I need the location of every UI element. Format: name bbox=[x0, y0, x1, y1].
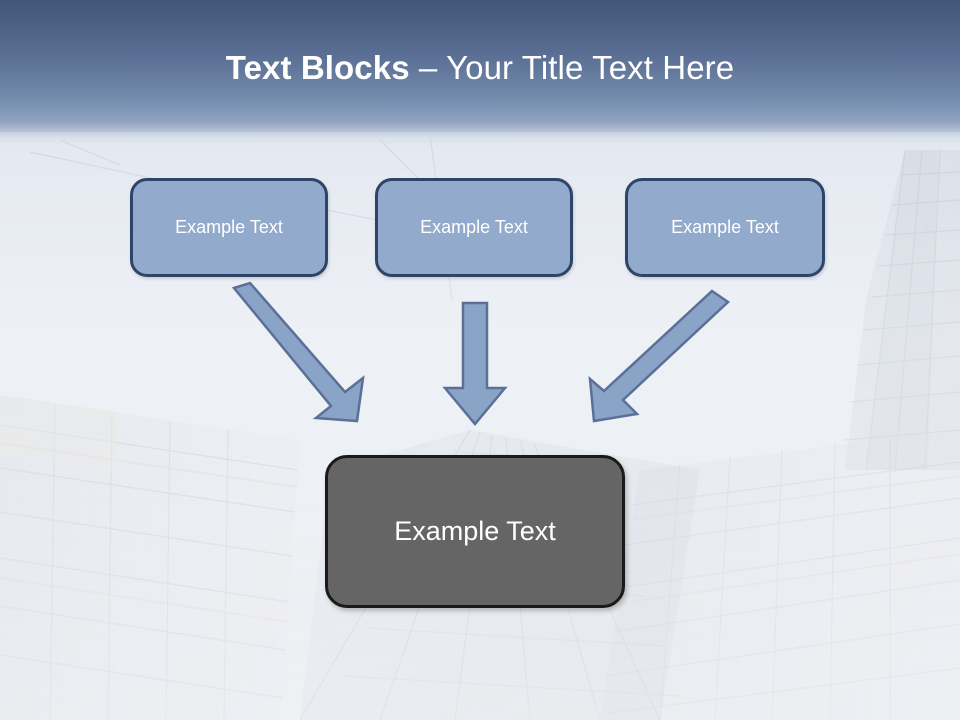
result-text-block[interactable]: Example Text bbox=[325, 455, 625, 608]
text-block-3[interactable]: Example Text bbox=[625, 178, 825, 277]
text-block-1[interactable]: Example Text bbox=[130, 178, 328, 277]
text-block-2-label: Example Text bbox=[420, 217, 528, 237]
text-block-3-label: Example Text bbox=[671, 217, 779, 237]
page-title: Text Blocks – Your Title Text Here bbox=[0, 49, 960, 87]
result-text-block-label: Example Text bbox=[394, 516, 556, 546]
page-title-separator: – bbox=[409, 49, 447, 86]
page-title-rest: Your Title Text Here bbox=[446, 49, 735, 86]
page-title-bold-part: Text Blocks bbox=[225, 49, 410, 86]
text-block-1-label: Example Text bbox=[175, 217, 283, 237]
title-band bbox=[0, 0, 960, 146]
text-block-2[interactable]: Example Text bbox=[375, 178, 573, 277]
